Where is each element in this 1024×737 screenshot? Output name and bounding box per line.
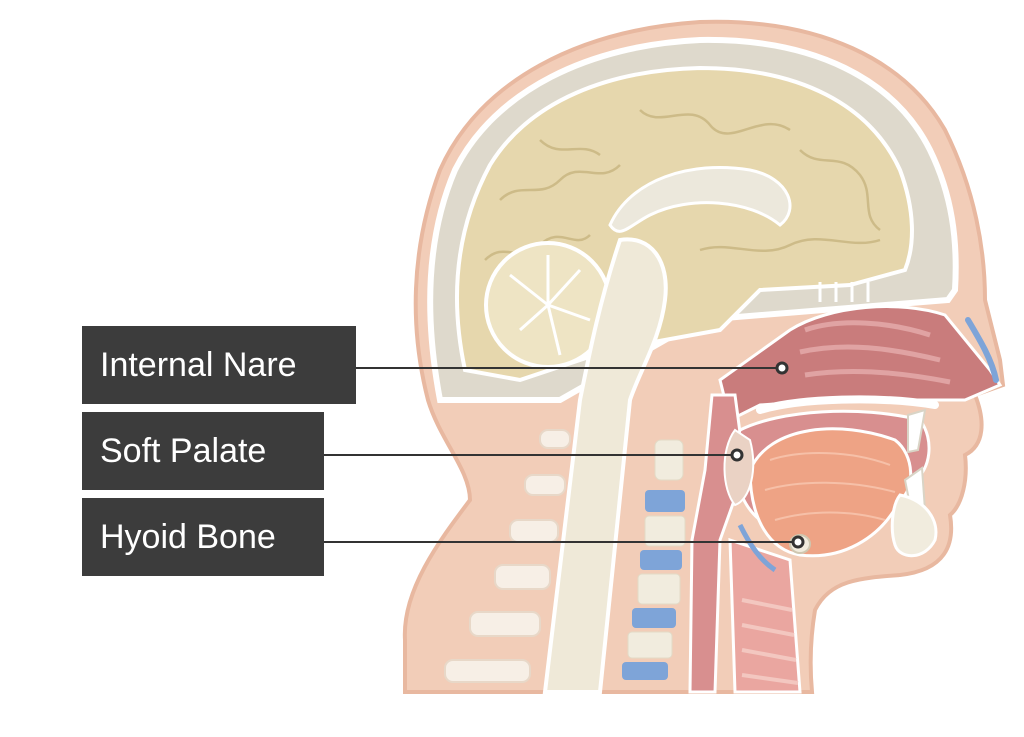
mandible bbox=[890, 493, 938, 558]
cervical-vertebrae bbox=[622, 439, 686, 680]
epiglottis bbox=[737, 523, 777, 573]
pointer-dots bbox=[730, 361, 805, 549]
olfactory-fibres bbox=[818, 282, 870, 302]
tongue-fibres bbox=[764, 452, 896, 521]
spinous-processes bbox=[444, 429, 571, 683]
pointer-dot-hyoid-bone bbox=[791, 535, 805, 549]
label-soft-palate: Soft Palate bbox=[82, 412, 324, 490]
nasal-conchae bbox=[799, 320, 951, 385]
leader-lines bbox=[324, 367, 798, 543]
upper-incisor bbox=[907, 408, 927, 454]
brain-folds bbox=[484, 109, 881, 261]
pointer-dot-soft-palate bbox=[730, 448, 744, 462]
cerebellum-arbor bbox=[509, 255, 591, 356]
pointer-dot-internal-nare bbox=[775, 361, 789, 375]
soft-palate-tissue bbox=[723, 428, 755, 507]
larynx bbox=[728, 537, 802, 694]
label-hyoid-bone: Hyoid Bone bbox=[82, 498, 324, 576]
hard-palate bbox=[756, 395, 939, 414]
tracheal-rings bbox=[741, 598, 799, 685]
nasal-cartilage bbox=[965, 317, 999, 383]
label-internal-nare: Internal Nare bbox=[82, 326, 356, 404]
spinal-cord bbox=[542, 237, 668, 694]
corpus-callosum bbox=[608, 166, 792, 233]
